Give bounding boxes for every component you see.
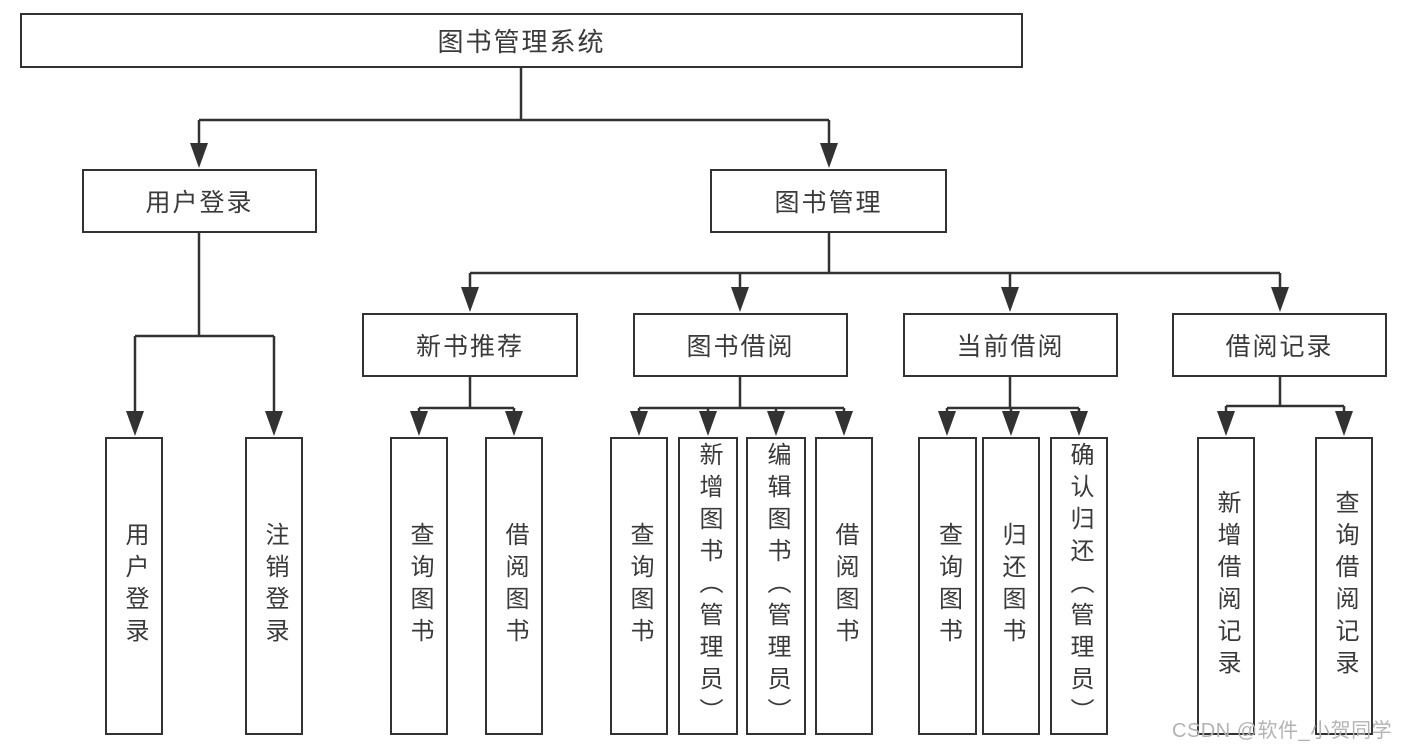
leaf-label: 注销登录 (261, 522, 288, 650)
leaf-label: 新增借阅记录 (1213, 490, 1240, 682)
node-leaf-edit-books-admin: 编辑图书（管理员） (746, 437, 806, 735)
node-leaf-return-books: 归还图书 (982, 437, 1040, 735)
leaf-label: 编辑图书（管理员） (763, 442, 790, 730)
node-leaf-confirm-return-admin: 确认归还（管理员） (1050, 437, 1108, 735)
node-current-borrowing: 当前借阅 (903, 313, 1118, 377)
node-leaf-add-borrow-record: 新增借阅记录 (1197, 437, 1255, 735)
leaf-label: 借阅图书 (501, 522, 528, 650)
leaf-label: 查询借阅记录 (1331, 490, 1358, 682)
node-leaf-borrowing-query-books: 查询图书 (610, 437, 668, 735)
node-new-book-recommendation: 新书推荐 (362, 313, 578, 377)
leaf-label: 查询图书 (406, 522, 433, 650)
node-leaf-add-books-admin: 新增图书（管理员） (678, 437, 738, 735)
watermark: CSDN @软件_小贺同学 (1172, 720, 1393, 742)
leaf-label: 查询图书 (626, 522, 653, 650)
node-user-login: 用户登录 (82, 169, 317, 233)
node-leaf-recommend-query-books: 查询图书 (390, 437, 448, 735)
node-leaf-current-query-books: 查询图书 (918, 437, 977, 735)
connector-arrowheads (126, 143, 1353, 436)
node-leaf-borrowing-borrow-books: 借阅图书 (815, 437, 873, 735)
leaf-label: 归还图书 (998, 522, 1025, 650)
node-book-management: 图书管理 (710, 169, 947, 233)
node-library-management-system: 图书管理系统 (20, 13, 1023, 68)
leaf-label: 用户登录 (121, 522, 148, 650)
leaf-label: 确认归还（管理员） (1066, 442, 1093, 730)
leaf-label: 查询图书 (934, 522, 962, 650)
node-leaf-user-login: 用户登录 (105, 437, 163, 735)
node-leaf-query-borrow-record: 查询借阅记录 (1315, 437, 1373, 735)
node-book-borrowing: 图书借阅 (633, 313, 848, 377)
node-leaf-recommend-borrow-books: 借阅图书 (485, 437, 543, 735)
leaf-label: 新增图书（管理员） (695, 442, 722, 730)
node-leaf-logout: 注销登录 (245, 437, 303, 735)
node-borrowing-records: 借阅记录 (1172, 313, 1387, 377)
leaf-label: 借阅图书 (831, 522, 858, 650)
